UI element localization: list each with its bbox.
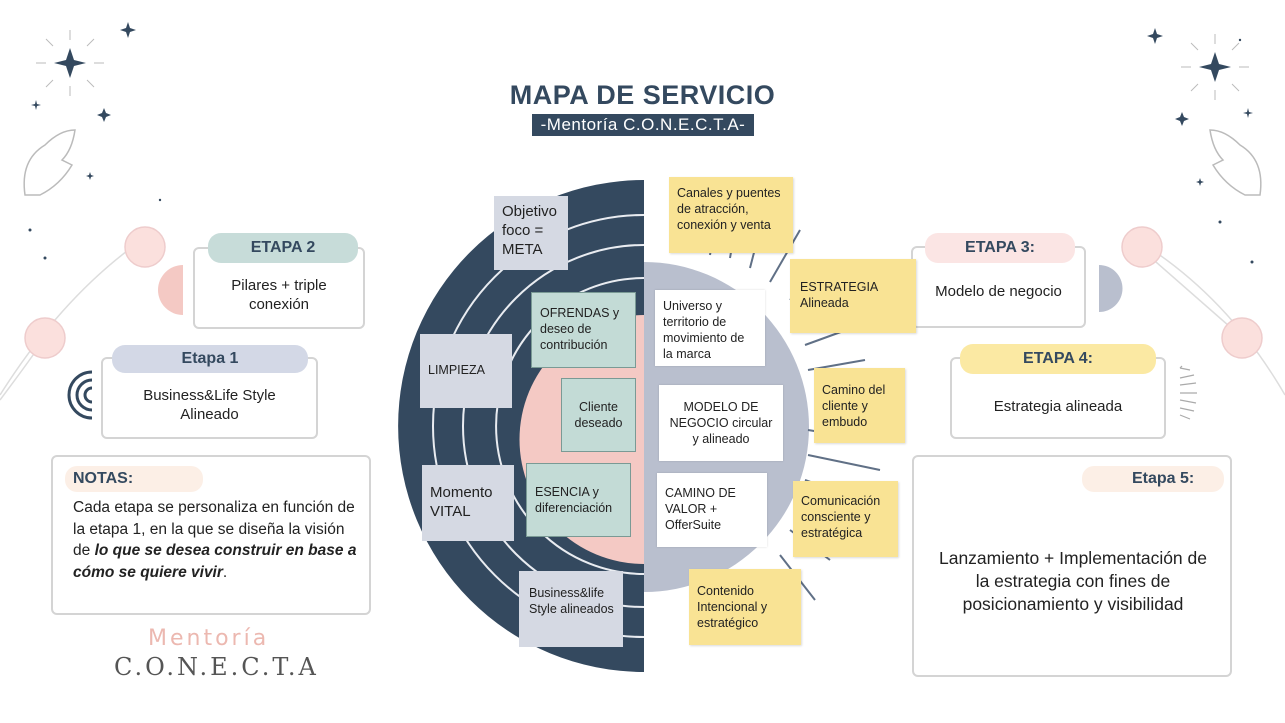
comunicacion-sticky: Comunicación consciente y estratégica — [793, 481, 898, 557]
etapa5-text: Lanzamiento + Implementación de la estra… — [938, 548, 1207, 614]
etapa4-rays — [1179, 365, 1197, 420]
sparkle-stars — [28, 22, 1254, 264]
etapa5-card: Etapa 5: Lanzamiento + Implementación de… — [912, 455, 1232, 677]
right-node-circle-top — [1121, 226, 1163, 268]
limpieza-box: LIMPIEZA — [420, 334, 512, 408]
notes-emphasis: lo que se desea construir en base a cómo… — [73, 542, 357, 581]
left-connector-arc — [0, 244, 136, 396]
business-box: Business&life Style alineados — [519, 571, 623, 647]
universo-box: Universo y territorio de movimiento de l… — [655, 290, 765, 366]
etapa1-label: Etapa 1 — [112, 345, 308, 373]
right-hand-icon — [1209, 129, 1262, 196]
notes-label: NOTAS: — [73, 470, 134, 487]
right-connector-arc — [1144, 244, 1285, 396]
etapa3-half-circle — [1099, 265, 1123, 312]
objetivo-box: Objetivo foco = META — [494, 196, 568, 270]
etapa5-label: Etapa 5: — [1132, 470, 1195, 487]
sparkle-rays — [36, 30, 1249, 100]
notes-text: Cada etapa se personaliza en función de … — [73, 499, 357, 581]
canales-sticky: Canales y puentes de atracción, conexión… — [669, 177, 793, 253]
etapa2-text: Pilares + triple conexión — [231, 277, 327, 313]
ofrendas-box: OFRENDAS y deseo de contribución — [531, 292, 636, 368]
etapa1-arc — [67, 370, 93, 420]
right-node-circle-bottom — [1221, 317, 1263, 359]
notes-plain: Cada etapa se personaliza en función de … — [73, 499, 355, 559]
modelo-box: MODELO DE NEGOCIO circular y alineado — [659, 385, 783, 461]
camino-valor-box: CAMINO DE VALOR + OfferSuite — [657, 473, 767, 547]
cliente-box: Cliente deseado — [561, 378, 636, 452]
etapa2-half-circle — [158, 265, 183, 315]
momento-box: Momento VITAL — [422, 465, 514, 541]
etapa1-text: Business&Life Style Alineado — [143, 387, 276, 423]
page-title: MAPA DE SERVICIO — [509, 80, 776, 110]
estrategia-sticky: ESTRATEGIA Alineada — [790, 259, 916, 333]
etapa3-text: Modelo de negocio — [935, 282, 1062, 300]
contenido-sticky: Contenido Intencional y estratégico — [689, 569, 801, 645]
etapa3-label: ETAPA 3: — [925, 233, 1075, 263]
page-subtitle: -Mentoría C.O.N.E.C.T.A- — [532, 114, 754, 136]
notes-card: NOTAS: Cada etapa se personaliza en func… — [51, 455, 371, 615]
brand-line1: Mentoría — [148, 626, 270, 651]
camino-cliente-sticky: Camino del cliente y embudo — [814, 368, 905, 443]
brand-line2: C.O.N.E.C.T.A — [114, 653, 319, 681]
left-hand-icon — [23, 129, 76, 196]
etapa4-text: Estrategia alineada — [993, 397, 1123, 415]
etapa4-label: ETAPA 4: — [960, 344, 1156, 374]
etapa2-label: ETAPA 2 — [208, 233, 358, 263]
esencia-box: ESENCIA y diferenciación — [526, 463, 631, 537]
left-node-circle-bottom — [24, 317, 66, 359]
left-node-circle-top — [124, 226, 166, 268]
